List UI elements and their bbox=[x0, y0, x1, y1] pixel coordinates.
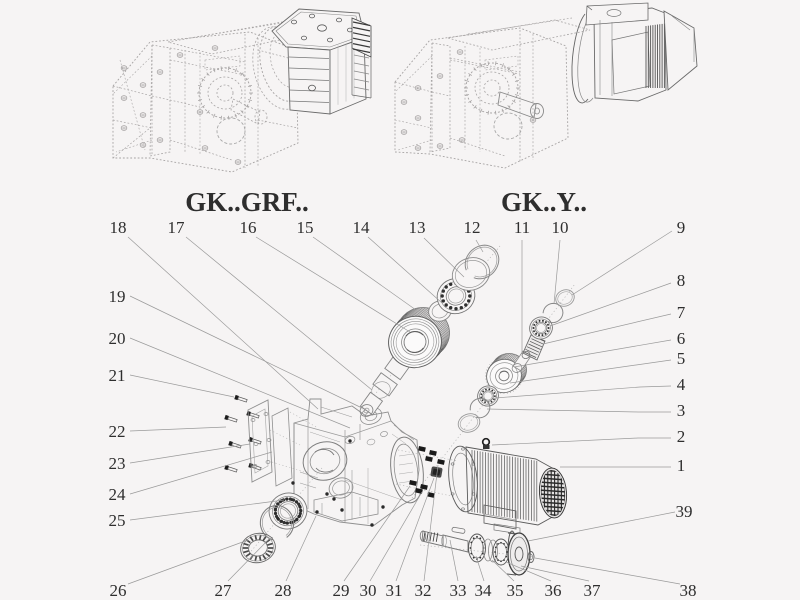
svg-text:2: 2 bbox=[677, 427, 686, 446]
svg-text:32: 32 bbox=[415, 581, 432, 600]
svg-text:6: 6 bbox=[677, 329, 686, 348]
svg-text:9: 9 bbox=[677, 218, 686, 237]
svg-text:4: 4 bbox=[677, 375, 686, 394]
svg-text:19: 19 bbox=[109, 287, 126, 306]
svg-text:17: 17 bbox=[168, 218, 186, 237]
svg-text:14: 14 bbox=[353, 218, 371, 237]
svg-text:29: 29 bbox=[333, 581, 350, 600]
svg-text:27: 27 bbox=[215, 581, 233, 600]
svg-text:23: 23 bbox=[109, 454, 126, 473]
svg-text:1: 1 bbox=[677, 456, 686, 475]
svg-text:15: 15 bbox=[297, 218, 314, 237]
svg-text:8: 8 bbox=[677, 271, 686, 290]
svg-text:20: 20 bbox=[109, 329, 126, 348]
svg-text:28: 28 bbox=[275, 581, 292, 600]
svg-text:25: 25 bbox=[109, 511, 126, 530]
svg-text:31: 31 bbox=[386, 581, 403, 600]
svg-text:39: 39 bbox=[676, 502, 693, 521]
svg-text:33: 33 bbox=[450, 581, 467, 600]
svg-text:13: 13 bbox=[409, 218, 426, 237]
svg-text:30: 30 bbox=[360, 581, 377, 600]
svg-text:18: 18 bbox=[110, 218, 127, 237]
svg-text:GK..Y..: GK..Y.. bbox=[501, 187, 587, 217]
svg-text:GK..GRF..: GK..GRF.. bbox=[185, 187, 309, 217]
svg-text:24: 24 bbox=[109, 485, 127, 504]
svg-text:10: 10 bbox=[552, 218, 569, 237]
svg-text:37: 37 bbox=[584, 581, 602, 600]
svg-text:12: 12 bbox=[464, 218, 481, 237]
svg-text:21: 21 bbox=[109, 366, 126, 385]
svg-text:11: 11 bbox=[514, 218, 530, 237]
svg-text:35: 35 bbox=[507, 581, 524, 600]
svg-text:16: 16 bbox=[240, 218, 257, 237]
svg-text:7: 7 bbox=[677, 303, 686, 322]
svg-text:22: 22 bbox=[109, 422, 126, 441]
svg-text:34: 34 bbox=[475, 581, 493, 600]
svg-text:38: 38 bbox=[680, 581, 697, 600]
svg-text:36: 36 bbox=[545, 581, 562, 600]
svg-text:5: 5 bbox=[677, 349, 686, 368]
svg-text:26: 26 bbox=[110, 581, 127, 600]
svg-text:3: 3 bbox=[677, 401, 686, 420]
